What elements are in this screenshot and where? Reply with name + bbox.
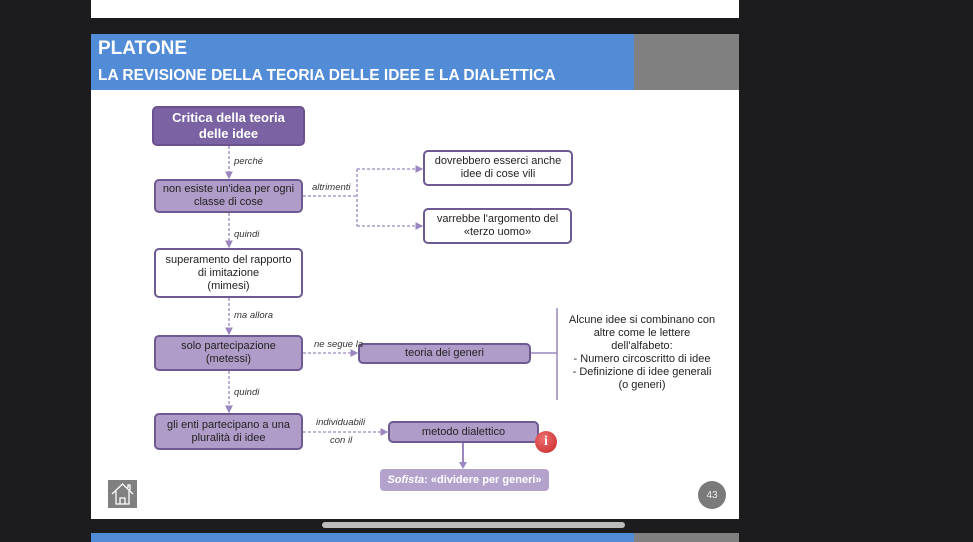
label-quindi-2: quindi xyxy=(234,387,260,398)
label-ne-segue: ne segue la xyxy=(314,339,364,350)
page-number: 43 xyxy=(698,481,726,509)
node-teoria-generi: teoria dei generi xyxy=(358,343,531,364)
node-non-esiste: non esiste un'idea per ogni classe di co… xyxy=(154,179,303,213)
sofista-text: : «dividere per generi» xyxy=(424,474,542,486)
label-altrimenti: altrimenti xyxy=(312,182,351,193)
side-note: Alcune idee si combinano con altre come … xyxy=(562,314,722,392)
sofista-title: Sofista xyxy=(387,474,425,486)
next-slide-edge xyxy=(91,533,634,542)
node-dovrebbero: dovrebbero esserci anche idee di cose vi… xyxy=(423,150,573,186)
label-con-il: con il xyxy=(330,435,353,446)
node-partecipazione: solo partecipazione (metessi) xyxy=(154,335,303,371)
home-button[interactable] xyxy=(108,480,137,508)
slide-title: PLATONE xyxy=(98,38,188,59)
header-bar xyxy=(91,34,634,90)
node-enti: gli enti partecipano a una pluralità di … xyxy=(154,413,303,450)
next-slide-edge-gray xyxy=(634,533,739,542)
side-note-intro: Alcune idee si combinano con altre come … xyxy=(568,314,716,352)
side-note-item: - Definizione di idee generali (o generi… xyxy=(572,366,712,391)
previous-slide-edge xyxy=(91,0,739,18)
node-sofista: Sofista: «dividere per generi» xyxy=(380,469,549,491)
header-gray-block xyxy=(634,34,739,90)
node-critica: Critica della teoria delle idee xyxy=(152,106,305,146)
horizontal-scrollbar[interactable] xyxy=(322,522,625,528)
side-note-item: - Numero circoscritto di idee xyxy=(573,353,711,365)
node-superamento: superamento del rapporto di imitazione (… xyxy=(154,248,303,298)
label-quindi: quindi xyxy=(234,229,260,240)
label-individuabili: individuabili xyxy=(316,417,366,428)
slide-subtitle: LA REVISIONE DELLA TEORIA DELLE IDEE E L… xyxy=(98,67,556,84)
node-varrebbe: varrebbe l'argomento del «terzo uomo» xyxy=(423,208,572,244)
label-ma-allora: ma allora xyxy=(234,310,274,321)
node-metodo-dialettico: metodo dialettico xyxy=(388,421,539,443)
label-perche: perché xyxy=(234,156,264,167)
info-button[interactable]: i xyxy=(535,431,557,453)
home-icon xyxy=(111,483,134,505)
